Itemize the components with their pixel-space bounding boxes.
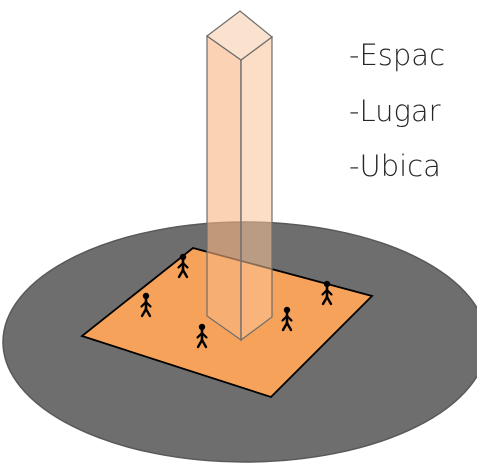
label-lugar: -Lugar (349, 94, 441, 128)
tower-right-face (240, 35, 273, 342)
label-espacio: -Espac (349, 38, 445, 72)
tower (205, 10, 273, 342)
tower-left-face (206, 34, 242, 342)
tower-top (205, 10, 273, 61)
label-ubicacion: -Ubica (349, 149, 441, 183)
